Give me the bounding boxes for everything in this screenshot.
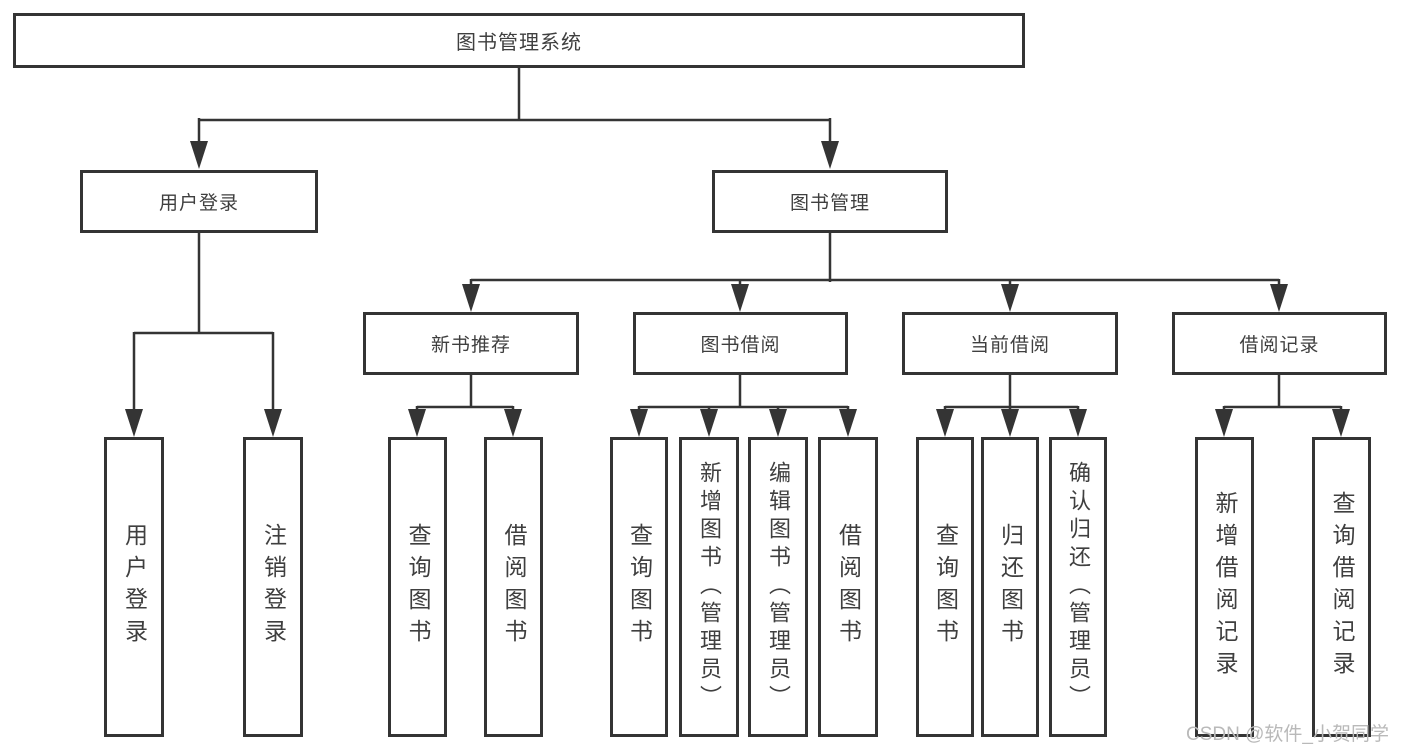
leaf-edit-book-admin: 编辑图书（管理员） bbox=[748, 437, 808, 737]
csdn-watermark: CSDN @软件_小贺同学 bbox=[1186, 724, 1389, 745]
leaf-user-login: 用户登录 bbox=[104, 437, 164, 737]
leaf-edit-book-admin-label: 编辑图书（管理员） bbox=[766, 461, 791, 713]
leaf-query-book-2: 查询图书 bbox=[610, 437, 668, 737]
node-book-borrowing: 图书借阅 bbox=[633, 312, 848, 375]
leaf-logout-label: 注销登录 bbox=[260, 523, 287, 651]
leaf-query-book-2-label: 查询图书 bbox=[626, 523, 653, 651]
node-new-book-recommend: 新书推荐 bbox=[363, 312, 579, 375]
leaf-user-login-label: 用户登录 bbox=[121, 523, 148, 651]
leaf-borrow-book-2: 借阅图书 bbox=[818, 437, 878, 737]
leaf-logout: 注销登录 bbox=[243, 437, 303, 737]
node-borrowing-records: 借阅记录 bbox=[1172, 312, 1387, 375]
arrowheads bbox=[125, 141, 1350, 437]
node-book-management-label: 图书管理 bbox=[789, 193, 870, 214]
leaf-borrow-book-2-label: 借阅图书 bbox=[835, 523, 862, 651]
leaf-add-borrow-record-label: 新增借阅记录 bbox=[1212, 491, 1238, 683]
node-current-borrowing-label: 当前借阅 bbox=[969, 335, 1050, 356]
node-new-book-recommend-label: 新书推荐 bbox=[430, 335, 511, 356]
leaf-borrow-book-1-label: 借阅图书 bbox=[501, 523, 527, 651]
leaf-borrow-book-1: 借阅图书 bbox=[484, 437, 543, 737]
node-borrowing-records-label: 借阅记录 bbox=[1239, 335, 1320, 356]
leaf-add-borrow-record: 新增借阅记录 bbox=[1195, 437, 1254, 737]
leaf-add-book-admin-label: 新增图书（管理员） bbox=[697, 461, 722, 713]
leaf-query-book-3-label: 查询图书 bbox=[932, 523, 959, 651]
leaf-query-borrow-record: 查询借阅记录 bbox=[1312, 437, 1371, 737]
leaf-add-book-admin: 新增图书（管理员） bbox=[679, 437, 739, 737]
leaf-confirm-return-admin-label: 确认归还（管理员） bbox=[1066, 461, 1091, 713]
leaf-query-borrow-record-label: 查询借阅记录 bbox=[1329, 491, 1355, 683]
node-book-management: 图书管理 bbox=[712, 170, 948, 233]
node-library-system-label: 图书管理系统 bbox=[456, 32, 582, 54]
leaf-return-book-label: 归还图书 bbox=[997, 523, 1024, 651]
leaf-query-book-1: 查询图书 bbox=[388, 437, 447, 737]
node-book-borrowing-label: 图书借阅 bbox=[700, 335, 781, 356]
node-current-borrowing: 当前借阅 bbox=[902, 312, 1118, 375]
leaf-return-book: 归还图书 bbox=[981, 437, 1039, 737]
node-user-login-label: 用户登录 bbox=[158, 193, 239, 214]
leaf-query-book-1-label: 查询图书 bbox=[405, 523, 431, 651]
node-library-system: 图书管理系统 bbox=[13, 13, 1025, 68]
node-user-login: 用户登录 bbox=[80, 170, 318, 233]
leaf-query-book-3: 查询图书 bbox=[916, 437, 974, 737]
leaf-confirm-return-admin: 确认归还（管理员） bbox=[1049, 437, 1107, 737]
